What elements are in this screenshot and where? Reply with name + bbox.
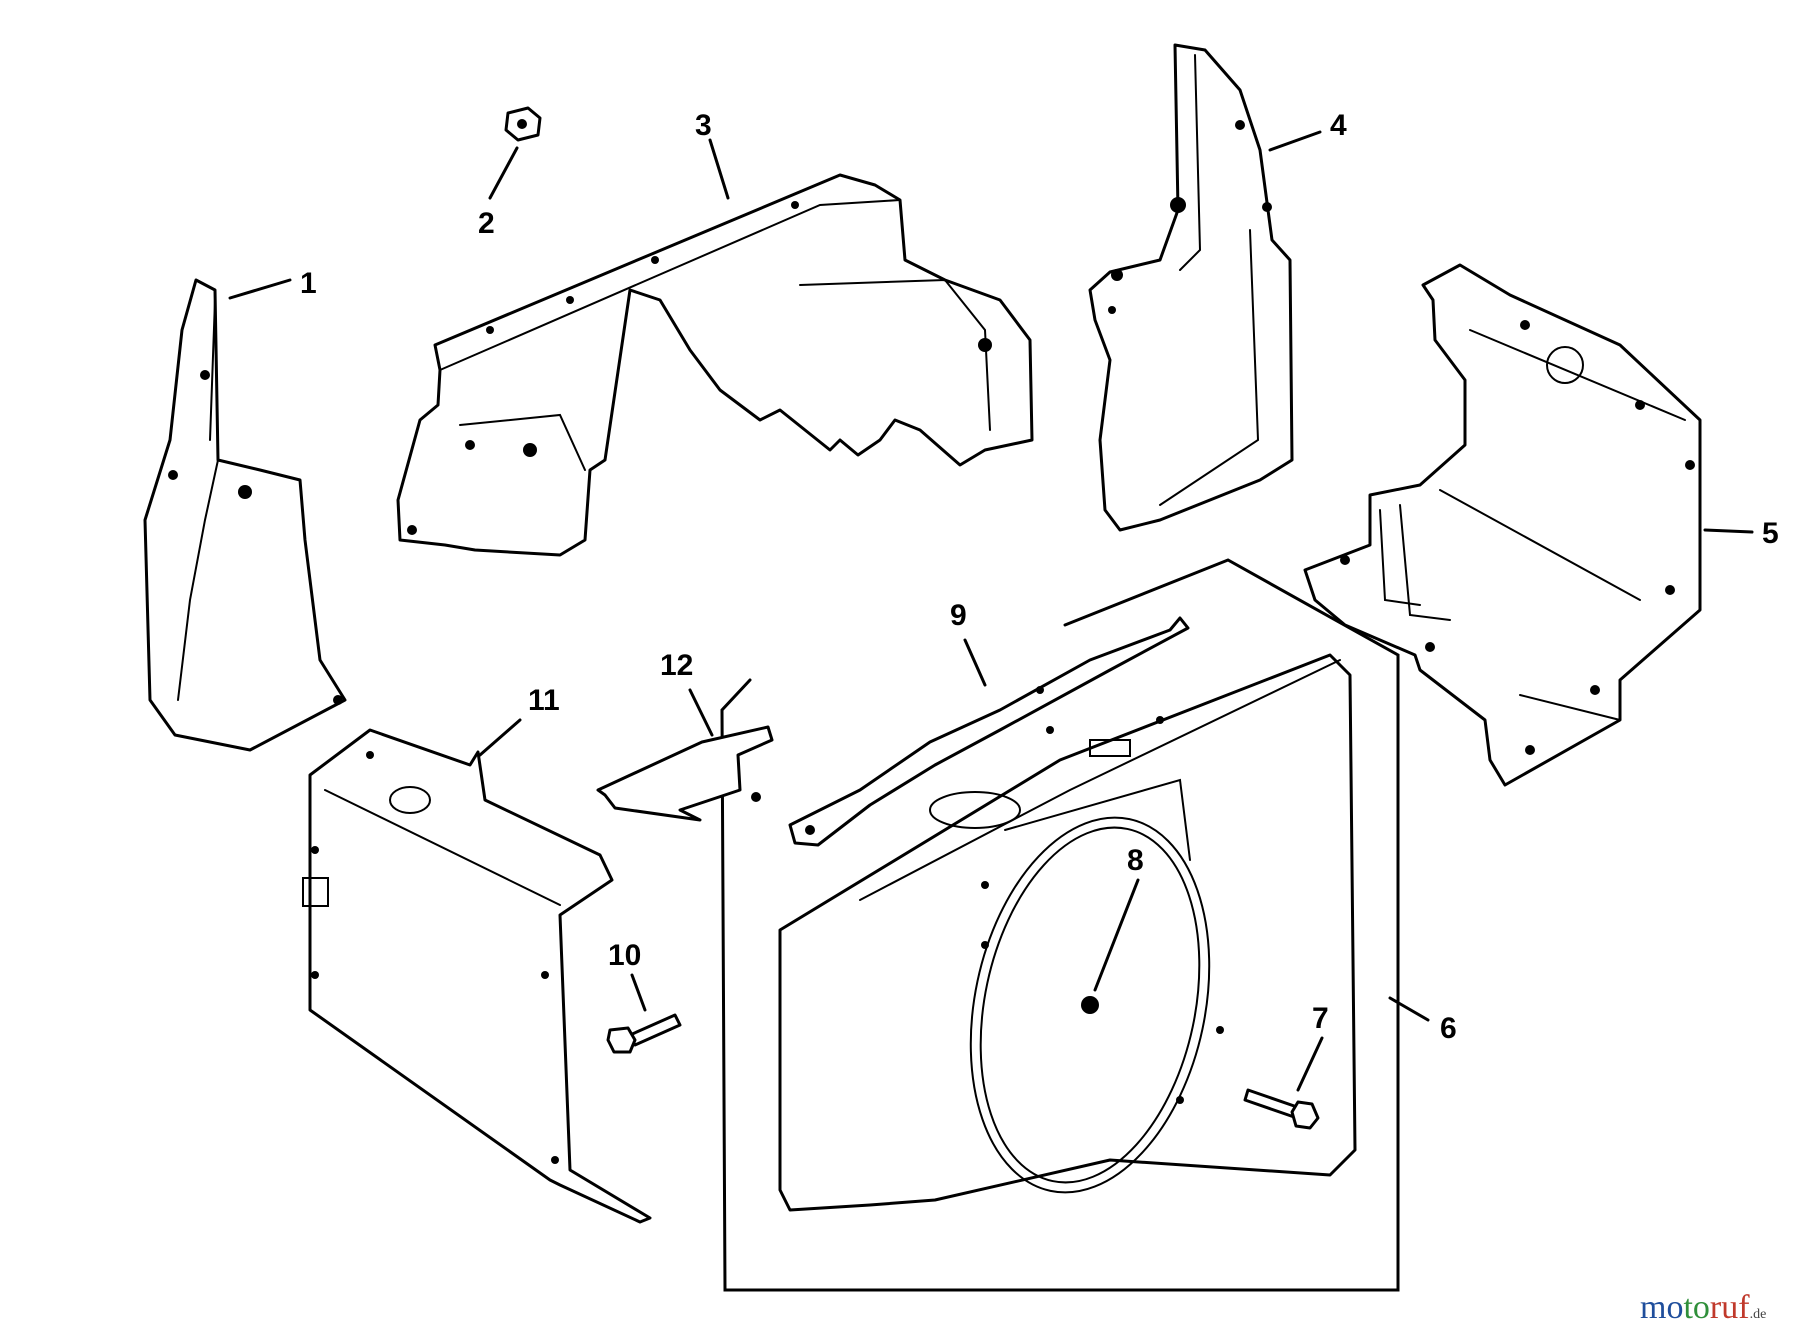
- callout-1: 1: [300, 267, 317, 300]
- callout-labels: 1 2 3 4 5 6 7 8 9 10 11 12: [300, 109, 1779, 1045]
- leader-10: [630, 973, 647, 1012]
- leader-1: [228, 278, 292, 300]
- watermark-part2: to: [1683, 1289, 1709, 1326]
- part-6-blower-housing: [778, 653, 1357, 1212]
- svg-text:motoruf.de: motoruf.de: [1640, 1289, 1766, 1326]
- part-11-left-side-housing: [302, 728, 652, 1224]
- leader-2: [488, 146, 519, 200]
- part-6-bracket: [720, 558, 1400, 1292]
- part-1-left-baffle: [143, 278, 347, 752]
- part-9-gasket: [788, 616, 1190, 847]
- callout-8: 8: [1127, 844, 1144, 877]
- part-7-bolt: [1243, 1088, 1320, 1130]
- part-12-plate: [596, 725, 774, 822]
- leader-5: [1703, 528, 1754, 534]
- watermark-part1: mo: [1640, 1289, 1683, 1326]
- leader-11: [478, 718, 522, 757]
- leader-lines: [228, 130, 1754, 1092]
- part-2-nut: [504, 106, 542, 142]
- callout-4: 4: [1330, 109, 1347, 142]
- callout-6: 6: [1440, 1012, 1457, 1045]
- leader-8: [1093, 878, 1140, 992]
- callout-10: 10: [608, 939, 641, 972]
- callout-12: 12: [660, 649, 693, 682]
- leader-3: [708, 138, 730, 200]
- watermark-tld: .de: [1750, 1307, 1767, 1322]
- part-10-bolt: [606, 1013, 682, 1054]
- leader-9: [963, 638, 987, 687]
- part-4-right-baffle: [1088, 43, 1294, 532]
- part-5-right-housing: [1303, 263, 1702, 787]
- leader-7: [1296, 1036, 1324, 1092]
- motoruf-watermark: motoruf.de: [1640, 1289, 1766, 1326]
- leader-4: [1268, 130, 1322, 152]
- watermark-part3: ruf: [1710, 1289, 1750, 1326]
- leader-6: [1388, 996, 1430, 1022]
- callout-9: 9: [950, 599, 967, 632]
- leader-12: [688, 688, 714, 737]
- callout-5: 5: [1762, 517, 1779, 550]
- callout-11: 11: [528, 684, 560, 717]
- callout-2: 2: [478, 207, 495, 240]
- part-3-upper-shroud: [396, 173, 1034, 557]
- callout-3: 3: [695, 109, 712, 142]
- callout-7: 7: [1312, 1002, 1329, 1035]
